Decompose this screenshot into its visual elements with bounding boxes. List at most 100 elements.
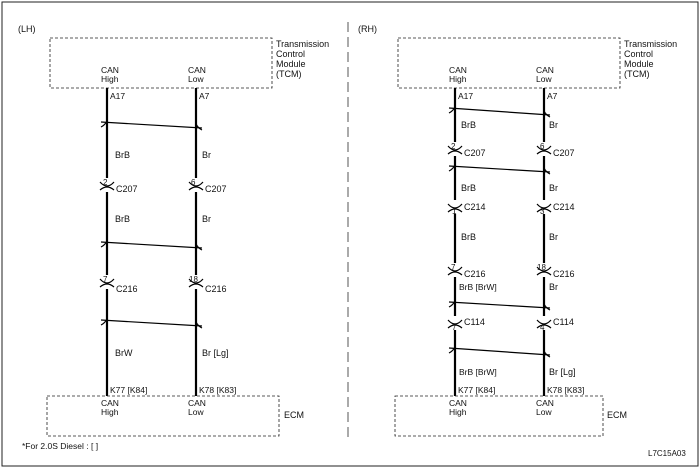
tcm-pin-can-high-sub: High xyxy=(101,74,119,84)
pin-7: 7 xyxy=(103,275,108,284)
connector-name-c216-high: C216 xyxy=(116,284,138,294)
wire-color-brb-3: BrB xyxy=(461,232,476,242)
tcm-box-lh xyxy=(49,37,273,89)
tcm-pin-can-low-label: CAN xyxy=(536,65,554,75)
tcm-pin-can-high-label: CAN xyxy=(101,65,119,75)
wire-color-br-lg: Br [Lg] xyxy=(202,348,229,358)
wire-color-br-lg: Br [Lg] xyxy=(549,367,576,377)
tcm-pin-can-low-sub: Low xyxy=(188,74,204,84)
tcm-pin-can-high-sub: High xyxy=(449,74,467,84)
connector-c207-rh: 2 C207 6 C207 xyxy=(447,142,575,158)
wire-color-br-2: Br xyxy=(202,214,211,224)
tcm-pin-can-low-label: CAN xyxy=(188,65,206,75)
wire-color-brw: BrW xyxy=(115,348,133,358)
wire-color-br-1: Br xyxy=(549,120,558,130)
tcm-label-line2: Control xyxy=(624,49,653,59)
terminal-k77-rh: K77 [K84] xyxy=(458,385,495,395)
wire-color-br-3: Br xyxy=(549,232,558,242)
twist-mark-rh-3 xyxy=(448,300,551,311)
tcm-pin-can-low-sub: Low xyxy=(536,74,552,84)
wire-color-brb-2: BrB xyxy=(115,214,130,224)
pin-7: 7 xyxy=(452,323,457,332)
connector-name-c207-low: C207 xyxy=(205,184,227,194)
terminal-k77-lh: K77 [K84] xyxy=(110,385,147,395)
ecm-pin-can-low-label: CAN xyxy=(188,398,206,408)
terminal-a7-lh: A7 xyxy=(199,91,210,101)
tcm-label-line1: Transmission xyxy=(624,39,677,49)
pin-3: 3 xyxy=(540,207,545,216)
pin-6: 6 xyxy=(191,178,196,187)
connector-c216-lh: 7 C216 18 C216 xyxy=(99,275,227,294)
ecm-pin-can-high-sub: High xyxy=(449,407,467,417)
connector-name-c114-high: C114 xyxy=(464,317,485,327)
ecm-label-lh: ECM xyxy=(284,410,304,420)
terminal-a17-rh: A17 xyxy=(458,91,473,101)
connector-name-c214-high: C214 xyxy=(464,202,486,212)
tcm-label-line4: (TCM) xyxy=(624,69,650,79)
connector-name-c216-low: C216 xyxy=(553,269,575,279)
tcm-pin-can-high-label: CAN xyxy=(449,65,467,75)
connector-c214-rh: 1 C214 3 C214 xyxy=(447,200,575,216)
terminal-k78-lh: K78 [K83] xyxy=(199,385,236,395)
connector-name-c207-high: C207 xyxy=(464,148,486,158)
connector-name-c214-low: C214 xyxy=(553,202,575,212)
twist-mark-rh-1 xyxy=(448,106,551,118)
wire-color-brb-1: BrB xyxy=(461,120,476,130)
wire-color-br-2: Br xyxy=(549,183,558,193)
pin-4: 4 xyxy=(540,323,545,332)
footnote: *For 2.0S Diesel : [ ] xyxy=(22,441,98,451)
ecm-pin-can-low-sub: Low xyxy=(536,407,552,417)
tcm-box-rh xyxy=(397,37,621,89)
wire-color-brb-1: BrB xyxy=(115,150,130,160)
ecm-pin-can-low-sub: Low xyxy=(188,407,204,417)
panel-lh: (LH) Transmission Control Module (TCM) C… xyxy=(18,24,329,437)
tcm-label-line3: Module xyxy=(276,59,306,69)
tcm-label-line2: Control xyxy=(276,49,305,59)
figure-code: L7C15A03 xyxy=(648,449,686,458)
connector-c216-rh: 7 C216 18 C216 xyxy=(447,263,575,279)
connector-name-c114-low: C114 xyxy=(553,317,574,327)
pin-2: 2 xyxy=(451,142,456,151)
tcm-label-line1: Transmission xyxy=(276,39,329,49)
terminal-k78-rh: K78 [K83] xyxy=(547,385,584,395)
pin-7: 7 xyxy=(451,263,456,272)
ecm-box-lh xyxy=(46,395,280,437)
ecm-pin-can-high-sub: High xyxy=(101,407,119,417)
ecm-pin-can-high-label: CAN xyxy=(449,398,467,408)
twist-mark-lh-3 xyxy=(100,318,203,329)
connector-name-c207-low: C207 xyxy=(553,148,575,158)
ecm-box-rh xyxy=(394,395,604,437)
panel-rh: (RH) Transmission Control Module (TCM) C… xyxy=(358,24,677,437)
panel-label-lh: (LH) xyxy=(18,24,36,34)
ecm-pin-can-high-label: CAN xyxy=(101,398,119,408)
terminal-a17-lh: A17 xyxy=(110,91,125,101)
twist-mark-lh-1 xyxy=(100,120,203,131)
wire-color-brb-brw-1: BrB [BrW] xyxy=(459,282,497,292)
pin-6: 6 xyxy=(540,142,545,151)
wire-color-brb-brw-2: BrB [BrW] xyxy=(459,367,497,377)
twist-mark-rh-4 xyxy=(448,346,551,358)
pin-1: 1 xyxy=(452,207,457,216)
pin-2: 2 xyxy=(103,178,108,187)
connector-c207-lh: 2 C207 6 C207 xyxy=(99,178,227,194)
terminal-a7-rh: A7 xyxy=(547,91,558,101)
ecm-pin-can-low-label: CAN xyxy=(536,398,554,408)
tcm-label-line3: Module xyxy=(624,59,654,69)
connector-c114-rh: 7 C114 4 C114 xyxy=(447,316,574,332)
connector-name-c216-high: C216 xyxy=(464,269,486,279)
panel-label-rh: (RH) xyxy=(358,24,377,34)
wire-color-br-1: Br xyxy=(202,150,211,160)
ecm-label-rh: ECM xyxy=(607,410,627,420)
twist-mark-rh-2 xyxy=(448,164,551,175)
tcm-label-line4: (TCM) xyxy=(276,69,302,79)
wire-color-brb-2: BrB xyxy=(461,183,476,193)
pin-18: 18 xyxy=(189,275,198,284)
twist-mark-lh-2 xyxy=(100,240,203,251)
wire-color-br-4: Br xyxy=(549,282,558,292)
pin-18: 18 xyxy=(537,263,546,272)
connector-name-c207-high: C207 xyxy=(116,184,138,194)
connector-name-c216-low: C216 xyxy=(205,284,227,294)
